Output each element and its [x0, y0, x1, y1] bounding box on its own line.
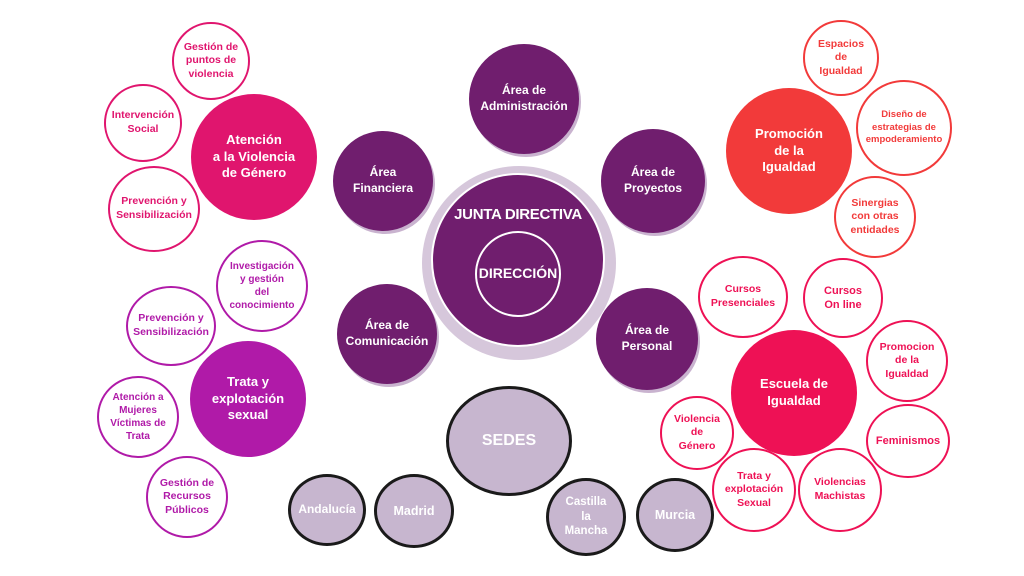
violencia-prevencion-node[interactable]: Prevención y Sensibilización: [108, 166, 200, 252]
area-proyectos-label: Área de Proyectos: [623, 165, 683, 195]
violencia-genero-label: Atención a la Violencia de Género: [212, 131, 296, 181]
feminismos-node[interactable]: Feminismos: [866, 404, 950, 478]
trata-prevencion-label: Prevención y Sensibilización: [133, 312, 209, 338]
junta-directiva-label: JUNTA DIRECTIVA: [454, 206, 582, 223]
sede-castilla-label: Castilla la Mancha: [564, 495, 608, 538]
investigacion-node[interactable]: Investigación y gestión del conocimiento: [216, 240, 308, 332]
gestion-puntos-label: Gestión de puntos de violencia: [183, 40, 239, 80]
sede-murcia-node[interactable]: Murcia: [636, 478, 714, 552]
escuela-trata-label: Trata y explotación Sexual: [724, 469, 784, 509]
direccion-node[interactable]: DIRECCIÓN: [475, 230, 561, 317]
area-administracion-node[interactable]: Área de Administración: [469, 44, 579, 154]
escuela-promocion-node[interactable]: Promocion de la Igualdad: [866, 320, 948, 402]
sede-madrid-label: Madrid: [393, 503, 435, 518]
cursos-presenciales-label: Cursos Presenciales: [710, 283, 776, 309]
trata-prevencion-node[interactable]: Prevención y Sensibilización: [126, 286, 216, 366]
diseno-estrategias-label: Diseño de estrategias de empoderamiento: [865, 109, 943, 146]
escuela-violencia-node[interactable]: Violencia de Género: [660, 396, 734, 470]
violencias-machistas-node[interactable]: Violencias Machistas: [798, 448, 882, 532]
atencion-mujeres-label: Atención a Mujeres Víctimas de Trata: [110, 392, 166, 442]
promocion-igualdad-label: Promoción de la Igualdad: [755, 125, 823, 175]
area-financiera-node[interactable]: Área Financiera: [333, 131, 433, 231]
escuela-igualdad-label: Escuela de Igualdad: [760, 376, 828, 408]
sede-castilla-node[interactable]: Castilla la Mancha: [546, 478, 626, 556]
investigacion-label: Investigación y gestión del conocimiento: [229, 261, 295, 311]
recursos-publicos-label: Gestión de Recursos Públicos: [159, 476, 215, 516]
direccion-label: DIRECCIÓN: [478, 265, 558, 282]
escuela-trata-node[interactable]: Trata y explotación Sexual: [712, 448, 796, 532]
atencion-mujeres-node[interactable]: Atención a Mujeres Víctimas de Trata: [97, 376, 179, 458]
sede-andalucia-label: Andalucía: [298, 502, 356, 517]
intervencion-social-node[interactable]: Intervención Social: [104, 84, 182, 162]
recursos-publicos-node[interactable]: Gestión de Recursos Públicos: [146, 456, 228, 538]
area-comunicacion-label: Área de Comunicación: [345, 318, 429, 348]
gestion-puntos-node[interactable]: Gestión de puntos de violencia: [172, 22, 250, 100]
sede-andalucia-node[interactable]: Andalucía: [288, 474, 366, 546]
sede-murcia-label: Murcia: [654, 507, 696, 522]
violencia-genero-node[interactable]: Atención a la Violencia de Género: [191, 94, 317, 220]
escuela-violencia-label: Violencia de Género: [674, 412, 720, 452]
trata-node[interactable]: Trata y explotación sexual: [190, 341, 306, 457]
area-personal-node[interactable]: Área de Personal: [596, 288, 698, 390]
violencias-machistas-label: Violencias Machistas: [814, 476, 866, 502]
feminismos-label: Feminismos: [875, 434, 941, 447]
espacios-igualdad-label: Espacios de Igualdad: [817, 37, 865, 77]
trata-label: Trata y explotación sexual: [211, 373, 285, 423]
violencia-prevencion-label: Prevención y Sensibilización: [116, 195, 192, 221]
junta-directiva-node[interactable]: JUNTA DIRECTIVA DIRECCIÓN: [431, 173, 605, 347]
cursos-online-label: Cursos On line: [824, 284, 862, 311]
area-administracion-label: Área de Administración: [480, 83, 568, 113]
sedes-label: SEDES: [481, 431, 537, 449]
escuela-igualdad-node[interactable]: Escuela de Igualdad: [731, 330, 857, 456]
area-financiera-label: Área Financiera: [352, 165, 414, 195]
area-comunicacion-node[interactable]: Área de Comunicación: [337, 284, 437, 384]
promocion-igualdad-node[interactable]: Promoción de la Igualdad: [726, 88, 852, 214]
sedes-node[interactable]: SEDES: [446, 386, 572, 496]
diseno-estrategias-node[interactable]: Diseño de estrategias de empoderamiento: [856, 80, 952, 176]
sede-madrid-node[interactable]: Madrid: [374, 474, 454, 548]
area-personal-label: Área de Personal: [621, 323, 673, 353]
cursos-presenciales-node[interactable]: Cursos Presenciales: [698, 256, 788, 338]
sinergias-node[interactable]: Sinergias con otras entidades: [834, 176, 916, 258]
espacios-igualdad-node[interactable]: Espacios de Igualdad: [803, 20, 879, 96]
sinergias-label: Sinergias con otras entidades: [850, 196, 900, 236]
intervencion-social-label: Intervención Social: [111, 109, 175, 135]
escuela-promocion-label: Promocion de la Igualdad: [879, 340, 935, 380]
cursos-online-node[interactable]: Cursos On line: [803, 258, 883, 338]
area-proyectos-node[interactable]: Área de Proyectos: [601, 129, 705, 233]
